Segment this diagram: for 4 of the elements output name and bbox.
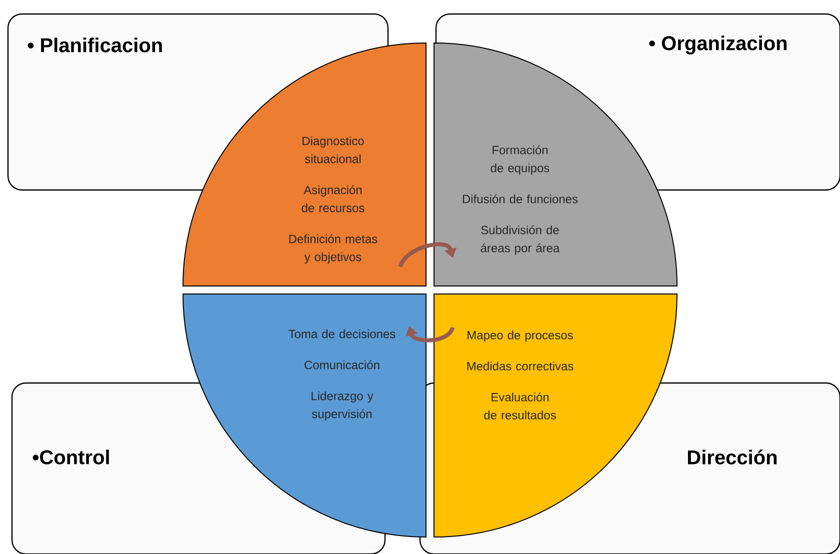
cycle-arrow [398,242,457,268]
quadrant-segment: Mapeo de procesos Medidas correctivas Evaluación de resultados [434,294,678,538]
quadrant-segment: Diagnostico situacional Asignación de recursos Definición metas y objetivos [182,42,426,286]
quadrant-segment: Toma de decisiones Comunicación Liderazgo y supervisión [182,294,426,538]
